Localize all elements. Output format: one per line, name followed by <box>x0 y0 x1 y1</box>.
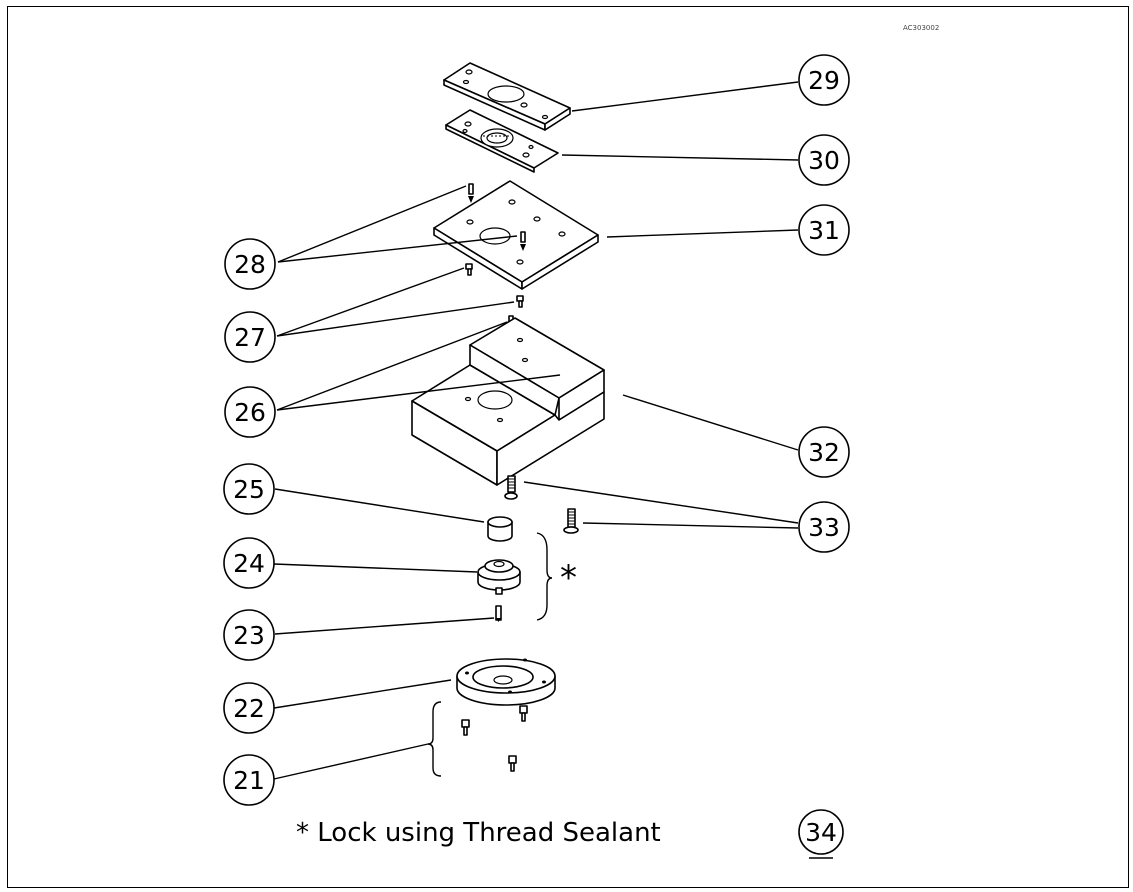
svg-text:21: 21 <box>233 766 265 795</box>
callout-33: 33 <box>798 501 850 553</box>
svg-text:22: 22 <box>233 694 265 723</box>
part-27-screws <box>465 263 524 308</box>
callout-22: 22 <box>223 682 275 734</box>
svg-text:30: 30 <box>808 146 840 175</box>
callout-26: 26 <box>224 386 276 438</box>
leader-lines <box>273 81 799 780</box>
callout-27: 27 <box>224 311 276 363</box>
callout-23: 23 <box>223 609 275 661</box>
asterisk-symbol: * <box>560 558 577 598</box>
sealant-bracket <box>536 532 553 621</box>
svg-text:28: 28 <box>234 250 266 279</box>
callout-28: 28 <box>224 238 276 290</box>
svg-text:23: 23 <box>233 621 265 650</box>
svg-text:31: 31 <box>808 216 840 245</box>
svg-text:32: 32 <box>808 438 840 467</box>
part-21-screws <box>461 705 528 772</box>
part-25-plug <box>487 516 513 542</box>
svg-text:34: 34 <box>805 818 837 847</box>
callout-21: 21 <box>223 754 275 806</box>
svg-text:26: 26 <box>234 398 266 427</box>
part-28-pins <box>468 183 526 251</box>
callout-31: 31 <box>798 204 850 256</box>
svg-text:25: 25 <box>233 475 265 504</box>
part-29-top-plate <box>443 62 571 131</box>
part-23-set-screw <box>495 605 502 622</box>
callout-30: 30 <box>798 134 850 186</box>
sealant-note: * Lock using Thread Sealant <box>296 818 661 848</box>
svg-text:27: 27 <box>234 323 266 352</box>
callout-34: 34 <box>798 809 844 859</box>
part-31-mounting-plate <box>433 180 599 290</box>
drawing-frame <box>7 6 1129 888</box>
svg-text:33: 33 <box>808 513 840 542</box>
part-32-main-block <box>411 317 605 486</box>
svg-text:24: 24 <box>233 549 265 578</box>
drawing-code: AC303002 <box>903 24 939 32</box>
part-24-hub <box>477 559 521 595</box>
screws-bracket <box>427 701 442 777</box>
part-30-gasket-plate <box>445 109 559 173</box>
callout-32: 32 <box>798 426 850 478</box>
part-33-bolts <box>504 475 579 534</box>
svg-text:29: 29 <box>808 66 840 95</box>
callout-24: 24 <box>223 537 275 589</box>
callout-29: 29 <box>798 54 850 106</box>
callout-25: 25 <box>223 463 275 515</box>
part-22-flange <box>456 658 556 706</box>
